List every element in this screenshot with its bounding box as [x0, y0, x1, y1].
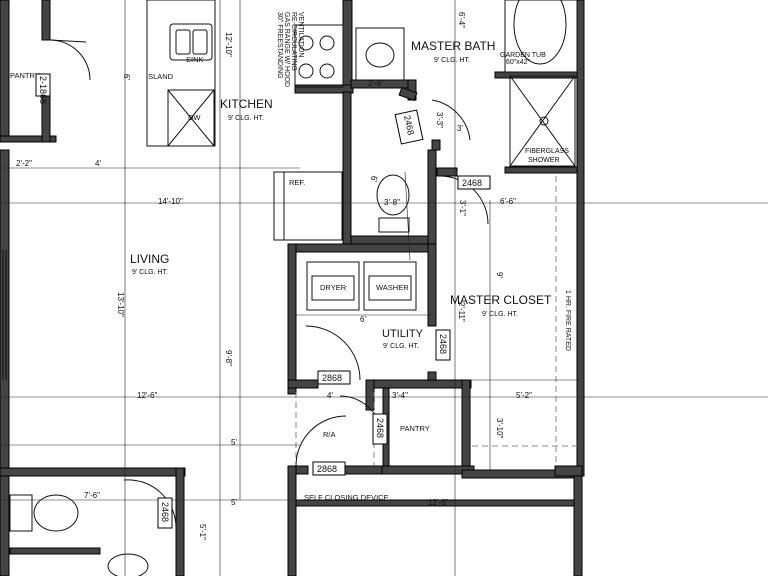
fire-rated-label: 1 HR. FIRE RATED [564, 290, 571, 351]
range-note-line-4: VENTILATION [297, 12, 304, 57]
dim-island: 6' [122, 74, 131, 80]
dim-5-2: 5'-2" [516, 391, 532, 400]
dim-9-8: 9'-8" [224, 350, 233, 366]
dim-3-10: 3'-10" [495, 418, 504, 439]
dim-5-1: 5'-1" [198, 524, 207, 540]
dim-14-10: 14'-10" [158, 197, 183, 206]
door-tag-pantry-small: 2468 [375, 418, 385, 438]
master-closet-ceiling: 9' CLG. HT. [482, 311, 518, 318]
dim-7-6: 7'-6" [84, 491, 100, 500]
island-label: ISLAND [146, 72, 174, 81]
pantry-left-label: PANTRY [10, 71, 40, 80]
door-tags: 2-1868 2468 2468 2468 2868 2468 2868 246… [35, 73, 491, 529]
dim-12-6-lower: 12'-6" [428, 498, 449, 507]
utility-ceiling: 9' CLG. HT. [383, 343, 419, 350]
door-tag-lower-bath: 2468 [160, 502, 170, 522]
dim-4-lower: 4' [327, 391, 333, 400]
dim-bath-door-3: 3' [457, 124, 463, 133]
door-tag-utility-side: 2468 [438, 334, 448, 354]
door-tag-pantry: 2-1868 [38, 76, 48, 104]
dim-13-10: 13'-10" [116, 292, 125, 317]
room-labels: PANTRY ISLAND SINK DW KITCHEN 9' CLG. HT… [10, 12, 571, 502]
dryer-label: DRYER [320, 283, 347, 292]
master-bath-ceiling: 9' CLG. HT. [434, 57, 470, 64]
range-note-line-3: RE-CIRCULATING [290, 12, 297, 71]
dim-9: 9' [495, 272, 504, 278]
dim-3-8: 3'-8" [384, 198, 400, 207]
master-bath-label: MASTER BATH [411, 39, 495, 53]
fixtures [2, 0, 578, 576]
dim-5-upper: 5' [231, 438, 237, 447]
living-ceiling: 9' CLG. HT. [132, 269, 168, 276]
master-closet-label: MASTER CLOSET [450, 293, 552, 307]
dim-5-lower: 5' [231, 498, 237, 507]
dw-label: DW [188, 113, 201, 122]
dim-6: 6' [360, 315, 366, 324]
door-tag-corridor: 2868 [317, 464, 337, 474]
ref-label: REF. [289, 178, 305, 187]
shower-label: SHOWER [528, 157, 560, 164]
dim-toilet: 6' [369, 176, 378, 182]
living-label: LIVING [130, 252, 169, 266]
door-tag-bath: 2468 [402, 114, 416, 136]
dim-2-2: 2'-2" [16, 159, 32, 168]
dim-3-1: 3'-1" [458, 200, 467, 216]
self-closing-label: SELF CLOSING DEVICE [304, 493, 389, 502]
walls [0, 0, 585, 576]
utility-label: UTILITY [382, 328, 424, 340]
dim-12-6-upper: 12'-6" [137, 391, 158, 400]
range-note-line-2: GAS RANGE W/ HOOD [283, 12, 290, 87]
dimension-labels: 12'-10" 6' 6'-4" 2'-8" 3'-3" 3' 2'-2" 4'… [16, 12, 532, 540]
garden-tub-size: 60"x42" [506, 59, 531, 66]
dim-2-11: 2'-11" [457, 302, 466, 322]
dim-4: 4' [95, 159, 101, 168]
kitchen-label: KITCHEN [220, 97, 273, 111]
dim-3-4: 3'-4" [392, 391, 408, 400]
door-tag-closet: 2468 [462, 178, 482, 188]
dim-kitchen-length: 12'-10" [224, 32, 233, 57]
pantry-small-label: PANTRY [400, 424, 430, 433]
range-note-line-1: 30" FREESTANDING [276, 12, 283, 79]
dim-bath-door: 3'-3" [435, 112, 444, 128]
fiberglass-label: FIBERGLASS [525, 148, 569, 155]
range-note: 30" FREESTANDING GAS RANGE W/ HOOD RE-CI… [276, 12, 304, 87]
dim-vanity: 2'-8" [368, 79, 384, 88]
return-air-label: R/A [323, 430, 336, 439]
washer-label: WASHER [376, 283, 409, 292]
dim-6-6: 6'-6" [500, 197, 516, 206]
kitchen-ceiling: 9' CLG. HT. [228, 115, 264, 122]
door-tag-utility: 2868 [322, 373, 342, 383]
dim-bath-width: 6'-4" [457, 12, 466, 28]
sink-label: SINK [186, 55, 204, 64]
garden-tub-label: GARDEN TUB [500, 52, 546, 59]
